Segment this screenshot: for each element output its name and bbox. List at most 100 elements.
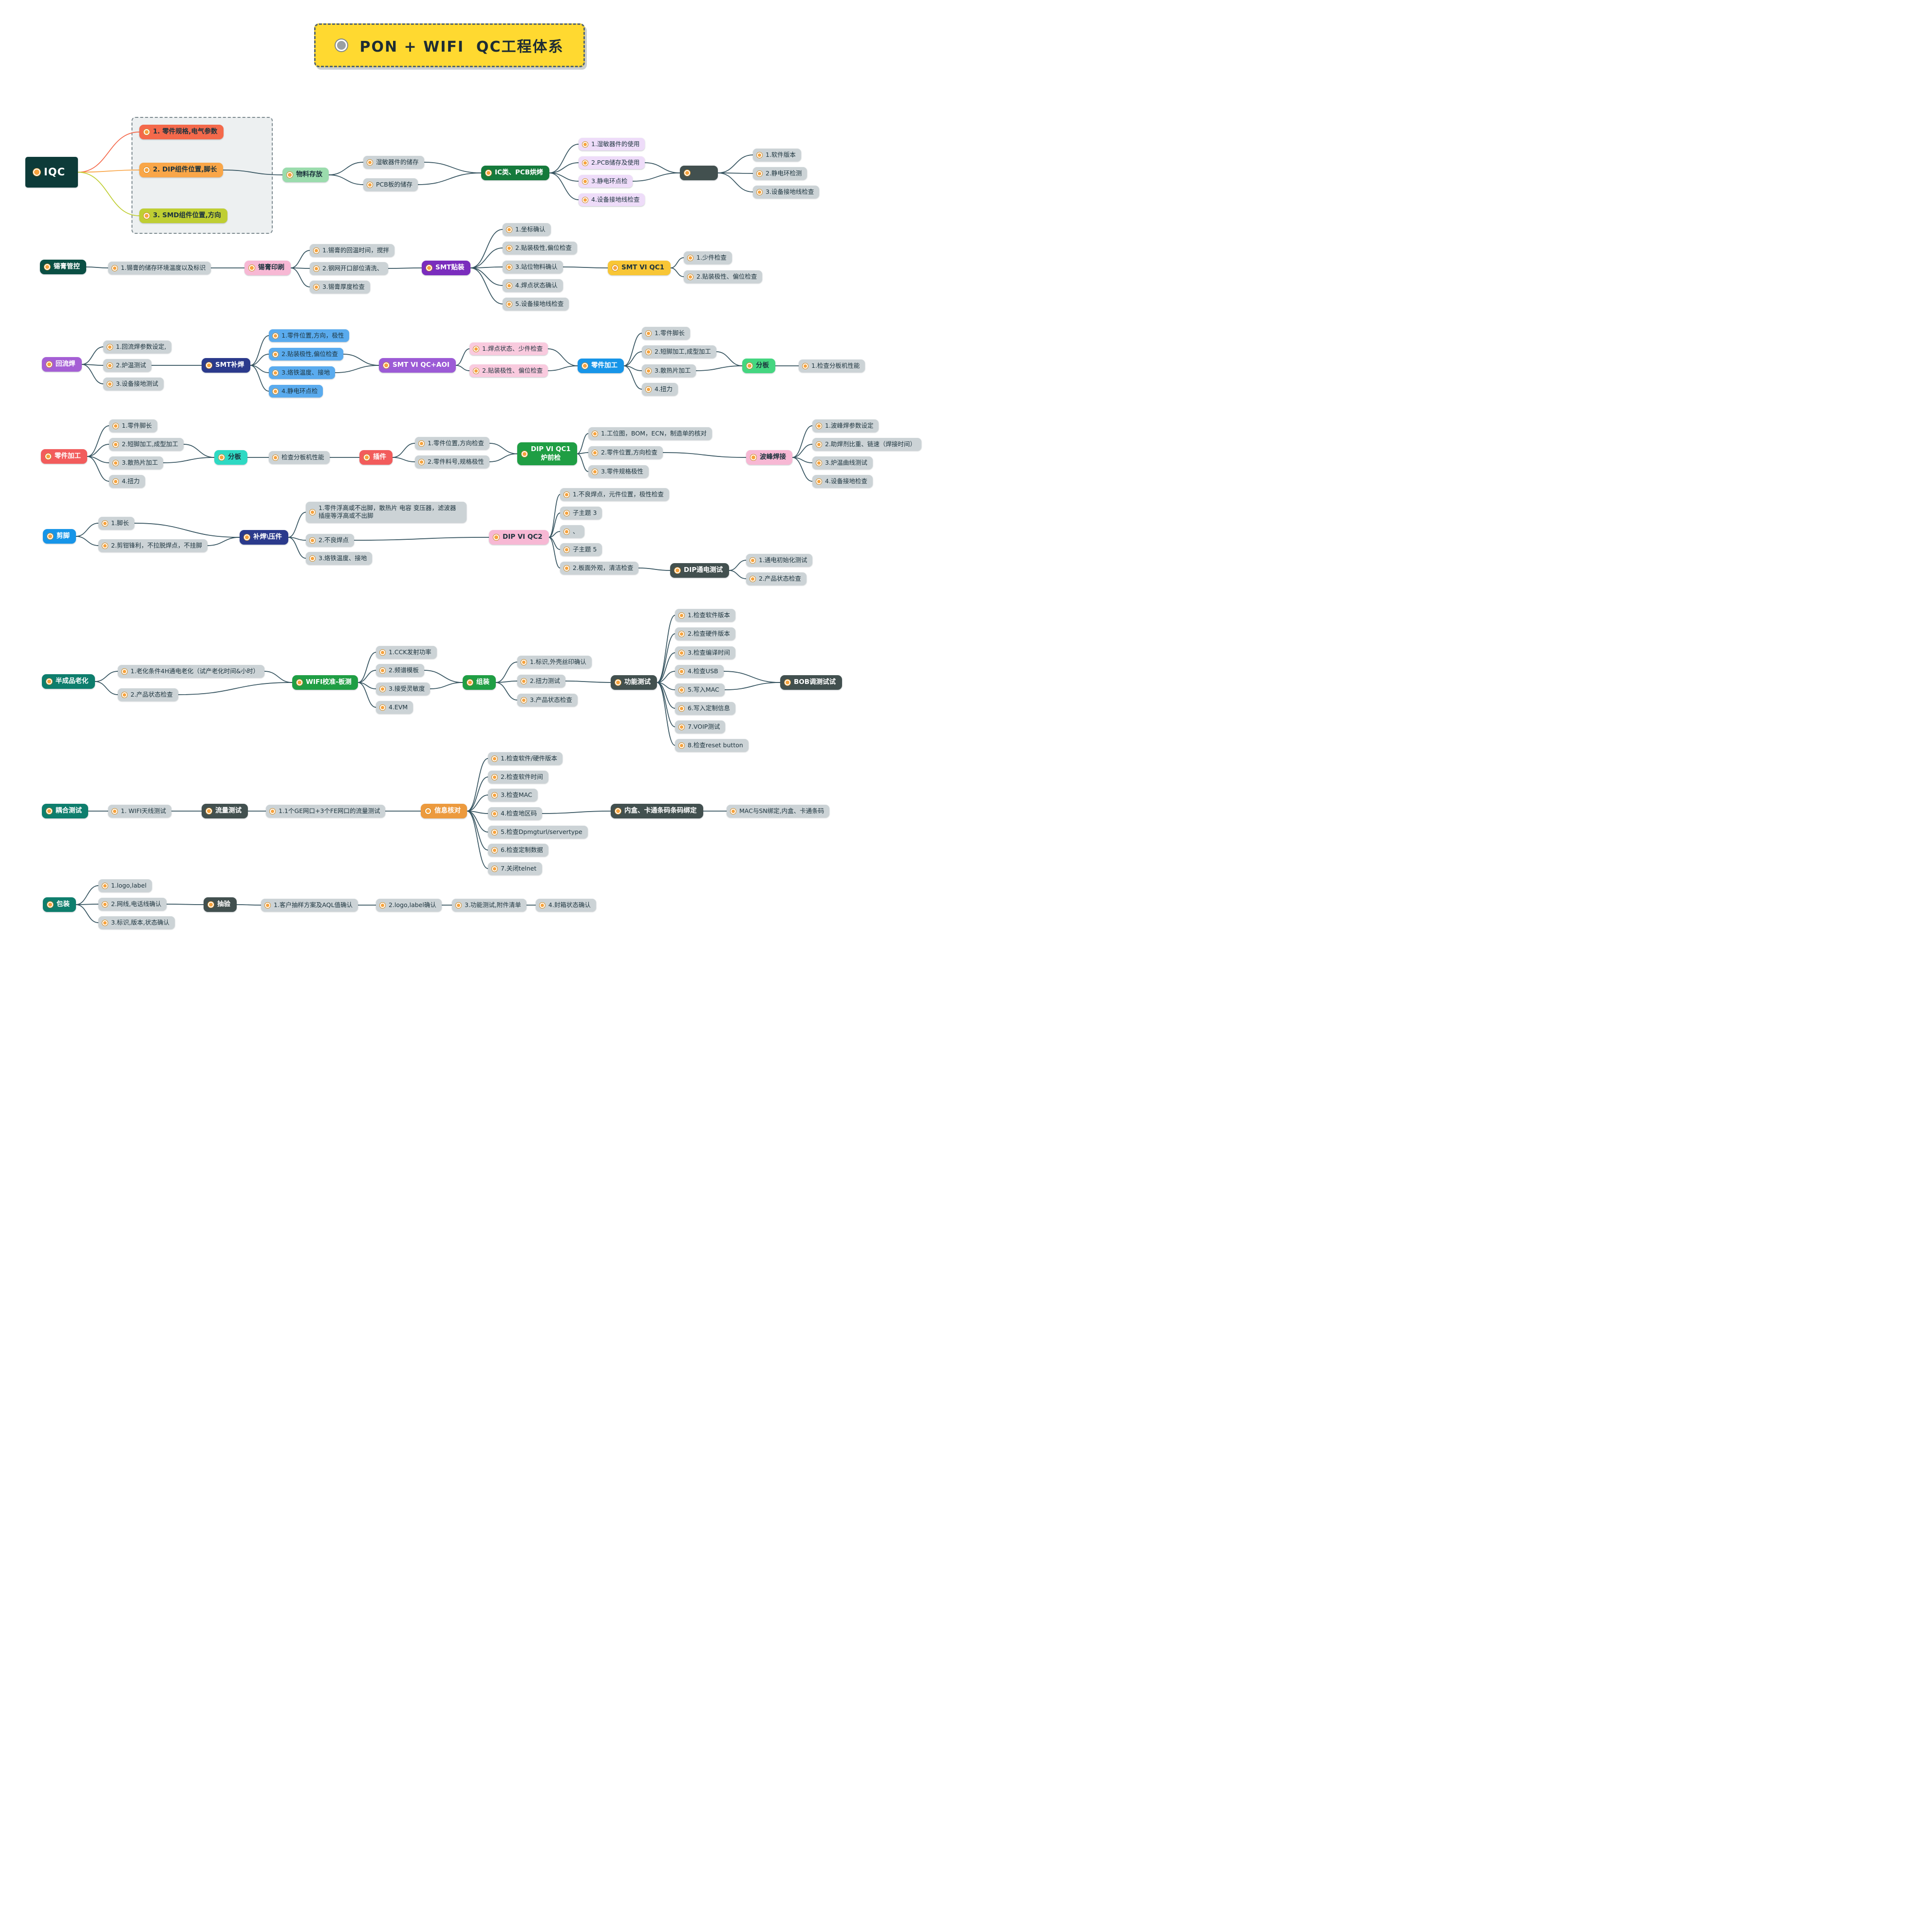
mindmap-node-c1c1[interactable]: 1.零件位置,方向，极性 bbox=[269, 329, 350, 342]
mindmap-node-g3c1[interactable]: MAC与SN绑定,内盒、卡通条码 bbox=[727, 805, 830, 818]
mindmap-node-f2[interactable]: 组装 bbox=[463, 675, 496, 690]
mindmap-node-bake4[interactable]: 4.设备接地线检查 bbox=[579, 193, 645, 207]
mindmap-node-h0c3[interactable]: 3.标识,版本,状态确认 bbox=[98, 916, 175, 929]
mindmap-node-d4[interactable]: 波峰焊接 bbox=[746, 450, 792, 465]
mindmap-node-f3c8[interactable]: 8.检查reset button bbox=[675, 739, 749, 752]
mindmap-node-d2c2[interactable]: 2.零件料号,规格极性 bbox=[415, 455, 489, 469]
mindmap-node-d3c1[interactable]: 1.工位图，BOM，ECN，制造单的核对 bbox=[588, 427, 712, 440]
mindmap-node-h0c1[interactable]: 1.logo,label bbox=[98, 879, 152, 892]
mindmap-node-e2c2[interactable]: 子主题 3 bbox=[560, 507, 602, 520]
mindmap-node-c1c3[interactable]: 3.烙铁温度、接地 bbox=[269, 366, 336, 379]
mindmap-node-c3c3[interactable]: 3.散热片加工 bbox=[642, 364, 696, 378]
mindmap-node-e2c4[interactable]: 子主题 5 bbox=[560, 543, 602, 556]
mindmap-node-h1c3[interactable]: 3.功能测试,附件清单 bbox=[452, 899, 526, 912]
mindmap-node-e2c1[interactable]: 1.不良焊点，元件位置，极性检查 bbox=[560, 488, 669, 501]
mindmap-node-d0[interactable]: 零件加工 bbox=[41, 449, 87, 464]
mindmap-node-f3c4[interactable]: 4.检查USB bbox=[675, 665, 724, 678]
mindmap-node-b3c2[interactable]: 2.贴装极性、偏位检查 bbox=[684, 270, 763, 284]
mindmap-node-e1c2[interactable]: 2.不良焊点 bbox=[306, 534, 354, 547]
mindmap-node-f2c3[interactable]: 3.产品状态检查 bbox=[517, 694, 578, 707]
mindmap-node-e1[interactable]: 补焊\压件 bbox=[240, 530, 288, 545]
mindmap-node-b0[interactable]: 锡膏管控 bbox=[40, 260, 86, 274]
mindmap-node-b1c1[interactable]: 1.锡膏的回温时间，搅拌 bbox=[310, 244, 394, 257]
mindmap-node-b1c3[interactable]: 3.锡膏厚度检查 bbox=[310, 281, 370, 294]
mindmap-node-b1c2[interactable]: 2.钢网开口部位清洗、 bbox=[310, 262, 389, 275]
mindmap-node-f1c2[interactable]: 2.频谱模板 bbox=[376, 664, 424, 677]
mindmap-node-e3c1[interactable]: 1.通电初始化测试 bbox=[746, 554, 813, 567]
mindmap-node-f3c7[interactable]: 7.VOIP测试 bbox=[675, 720, 726, 734]
mindmap-node-b2c3[interactable]: 3.站位物料确认 bbox=[503, 261, 563, 274]
mindmap-node-e1c3[interactable]: 3.烙铁温度、接地 bbox=[306, 552, 373, 565]
mindmap-node-c2c2[interactable]: 2.贴装极性、偏位检查 bbox=[469, 364, 548, 378]
mindmap-node-d4c2[interactable]: 2.助焊剂比重、链速（焊接时间） bbox=[812, 438, 921, 451]
mindmap-node-c1[interactable]: SMT补焊 bbox=[202, 358, 251, 373]
mindmap-node-c0c2[interactable]: 2.炉温测试 bbox=[103, 359, 151, 372]
mindmap-node-f2c2[interactable]: 2.扭力测试 bbox=[517, 675, 565, 688]
mindmap-node-b0c[interactable]: 1.锡膏的储存环境温度以及标识 bbox=[108, 262, 211, 275]
mindmap-node-store2[interactable]: PCB板的储存 bbox=[363, 178, 418, 191]
mindmap-node-pill2[interactable]: 2.静电环检测 bbox=[753, 167, 807, 180]
mindmap-node-f0[interactable]: 半成品老化 bbox=[42, 674, 95, 689]
mindmap-node-g2c1[interactable]: 1.检查软件/硬件版本 bbox=[488, 752, 563, 765]
mindmap-node-g1[interactable]: 流量测试 bbox=[202, 804, 248, 818]
mindmap-node-f3c2[interactable]: 2.检查硬件版本 bbox=[675, 627, 735, 641]
mindmap-node-g2c3[interactable]: 3.检查MAC bbox=[488, 789, 538, 802]
mindmap-node-d0c3[interactable]: 3.散热片加工 bbox=[109, 456, 164, 470]
mindmap-node-f3c5[interactable]: 5.写入MAC bbox=[675, 683, 725, 697]
mindmap-node-c3c4[interactable]: 4.扭力 bbox=[642, 383, 678, 396]
mindmap-node-d0c1[interactable]: 1.零件脚长 bbox=[109, 419, 157, 433]
mindmap-node-g2c7[interactable]: 7.关闭telnet bbox=[488, 862, 542, 875]
mindmap-node-h1c1[interactable]: 1.客户抽样方案及AQL值确认 bbox=[261, 899, 358, 912]
mindmap-node-b2c2[interactable]: 2.贴装极性,偏位检查 bbox=[503, 242, 577, 255]
mindmap-node-c3[interactable]: 零件加工 bbox=[578, 359, 624, 373]
mindmap-node-f3c1[interactable]: 1.检查软件版本 bbox=[675, 609, 735, 622]
mindmap-node-d3[interactable]: DIP VI QC1 炉前检 bbox=[517, 442, 577, 466]
mindmap-node-b3[interactable]: SMT VI QC1 bbox=[608, 261, 671, 275]
mindmap-node-c0c1[interactable]: 1.回流焊参数设定, bbox=[103, 341, 172, 354]
mindmap-node-e0c2[interactable]: 2.剪钳锋利，不拉脱焊点，不挂脚 bbox=[98, 539, 207, 552]
mindmap-node-c3c1[interactable]: 1.零件脚长 bbox=[642, 327, 690, 340]
mindmap-node-g0c1[interactable]: 1. WIFI天线测试 bbox=[108, 805, 171, 818]
mindmap-node-g2c6[interactable]: 6.检查定制数据 bbox=[488, 844, 548, 857]
mindmap-node-c0[interactable]: 回流焊 bbox=[42, 357, 82, 372]
mindmap-node-d1c[interactable]: 检查分板机性能 bbox=[269, 451, 330, 464]
mindmap-node-e0[interactable]: 剪脚 bbox=[43, 529, 76, 544]
mindmap-node-iqc2[interactable]: 2. DIP组件位置,脚长 bbox=[139, 163, 224, 177]
mindmap-node-bake3[interactable]: 3.静电环点检 bbox=[579, 175, 633, 188]
mindmap-node-c4[interactable]: 分板 bbox=[742, 359, 775, 373]
mindmap-node-g2c2[interactable]: 2.检查软件时间 bbox=[488, 771, 548, 784]
mindmap-node-g2c4[interactable]: 4.检查地区码 bbox=[488, 807, 543, 820]
mindmap-node-pill[interactable] bbox=[680, 166, 718, 180]
mindmap-node-iqc[interactable]: IQC bbox=[25, 157, 78, 188]
mindmap-node-iqc1[interactable]: 1. 零件规格,电气参数 bbox=[139, 125, 224, 139]
mindmap-node-b2[interactable]: SMT贴装 bbox=[422, 261, 471, 275]
mindmap-node-b2c5[interactable]: 5.设备接地线检查 bbox=[503, 298, 569, 311]
mindmap-node-h0c2[interactable]: 2.网线,电话线确认 bbox=[98, 898, 167, 911]
mindmap-node-f0c2[interactable]: 2.产品状态检查 bbox=[118, 688, 178, 701]
mindmap-node-d3c3[interactable]: 3.零件规格极性 bbox=[588, 465, 649, 478]
mindmap-node-d0c2[interactable]: 2.短脚加工,成型加工 bbox=[109, 438, 184, 451]
mindmap-node-c2[interactable]: SMT VI QC+AOI bbox=[379, 358, 456, 373]
mindmap-node-e0c1[interactable]: 1.脚长 bbox=[98, 517, 134, 530]
mindmap-node-d4c4[interactable]: 4.设备接地检查 bbox=[812, 475, 873, 488]
mindmap-node-f1[interactable]: WIFI校准-板测 bbox=[292, 675, 358, 690]
mindmap-node-store[interactable]: 物料存放 bbox=[282, 168, 329, 182]
mindmap-node-g2[interactable]: 信息核对 bbox=[421, 804, 467, 818]
mindmap-node-c1c4[interactable]: 4.静电环点检 bbox=[269, 385, 323, 398]
mindmap-node-e2[interactable]: DIP VI QC2 bbox=[489, 530, 549, 545]
mindmap-node-c2c1[interactable]: 1.焊点状态、少件检查 bbox=[469, 342, 548, 356]
mindmap-node-f1c3[interactable]: 3.接受灵敏度 bbox=[376, 682, 431, 696]
mindmap-node-f4[interactable]: BOB调测试试 bbox=[780, 675, 843, 690]
mindmap-node-c0c3[interactable]: 3.设备接地测试 bbox=[103, 378, 164, 391]
mindmap-node-d4c3[interactable]: 3.炉温曲线测试 bbox=[812, 456, 873, 470]
mindmap-node-bake[interactable]: IC类、PCB烘烤 bbox=[481, 166, 550, 180]
mindmap-node-f1c4[interactable]: 4.EVM bbox=[376, 701, 413, 714]
mindmap-node-f3c3[interactable]: 3.检查编译时间 bbox=[675, 646, 735, 660]
mindmap-node-g1c1[interactable]: 1.1个GE网口+3个FE网口的流量测试 bbox=[266, 805, 386, 818]
mindmap-node-pill1[interactable]: 1.软件版本 bbox=[753, 149, 801, 162]
mindmap-node-c4c1[interactable]: 1.检查分板机性能 bbox=[799, 360, 865, 373]
mindmap-node-f1c1[interactable]: 1.CCK发射功率 bbox=[376, 646, 437, 659]
mindmap-node-d3c2[interactable]: 2.零件位置,方向检查 bbox=[588, 446, 663, 459]
mindmap-node-f3[interactable]: 功能测试 bbox=[611, 675, 657, 690]
mindmap-node-h0[interactable]: 包装 bbox=[43, 897, 76, 912]
